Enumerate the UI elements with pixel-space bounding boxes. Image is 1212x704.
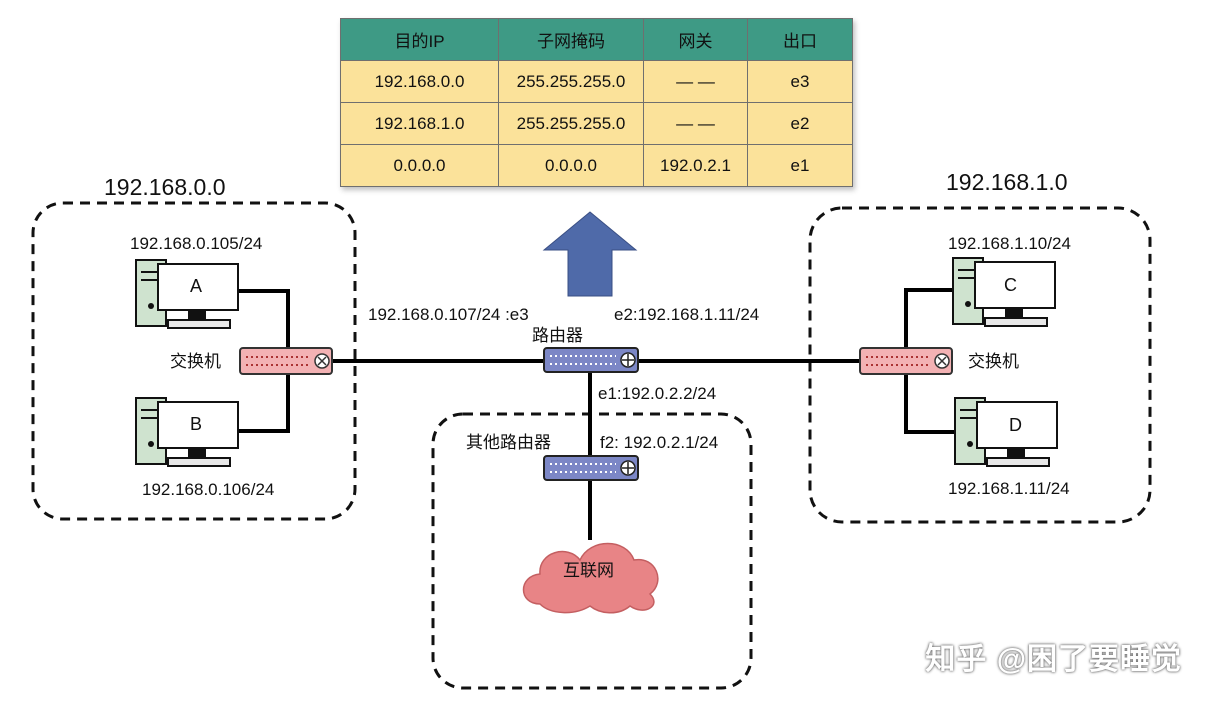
pc-c-ip-label: 192.168.1.10/24 bbox=[948, 234, 1071, 253]
up-arrow-icon bbox=[542, 211, 638, 297]
column-header: 出口 bbox=[747, 18, 853, 61]
table-cell: 0.0.0.0 bbox=[340, 144, 499, 187]
column-header: 网关 bbox=[643, 18, 748, 61]
right-switch-icon bbox=[859, 347, 953, 375]
pc-c-icon bbox=[952, 257, 1056, 327]
table-cell: e3 bbox=[747, 60, 853, 103]
left-network-title: 192.168.0.0 bbox=[104, 174, 226, 200]
connection-lines bbox=[238, 288, 955, 540]
internet-cloud-icon bbox=[522, 542, 659, 614]
router-port-e2-label: e2:192.168.1.11/24 bbox=[614, 305, 760, 324]
table-cell: 192.0.2.1 bbox=[643, 144, 748, 187]
pc-d-ip-label: 192.168.1.11/24 bbox=[948, 479, 1070, 498]
left-switch-label: 交换机 bbox=[170, 352, 221, 371]
table-cell: 255.255.255.0 bbox=[498, 60, 644, 103]
table-cell: — — bbox=[643, 60, 748, 103]
left-switch-icon bbox=[239, 347, 333, 375]
pc-d-label: D bbox=[1009, 415, 1022, 435]
right-switch-label: 交换机 bbox=[968, 352, 1019, 371]
pc-b-icon bbox=[135, 397, 239, 467]
router-port-e1-label: e1:192.0.2.2/24 bbox=[598, 384, 717, 403]
watermark: 知乎 @困了要睡觉 bbox=[925, 643, 1182, 676]
other-router-icon bbox=[543, 455, 639, 481]
router-icon bbox=[543, 347, 639, 373]
table-cell: 192.168.0.0 bbox=[340, 60, 499, 103]
table-row: 0.0.0.0 0.0.0.0 192.0.2.1 e1 bbox=[340, 144, 853, 187]
table-cell: 0.0.0.0 bbox=[498, 144, 644, 187]
column-header: 目的IP bbox=[340, 18, 499, 61]
right-network-boundary bbox=[808, 206, 1152, 524]
pc-b-ip-label: 192.168.0.106/24 bbox=[142, 480, 275, 499]
pc-a-ip-label: 192.168.0.105/24 bbox=[130, 234, 263, 253]
table-cell: e2 bbox=[747, 102, 853, 145]
table-cell: e1 bbox=[747, 144, 853, 187]
column-header: 子网掩码 bbox=[498, 18, 644, 61]
router-label: 路由器 bbox=[532, 326, 583, 345]
right-network-title: 192.168.1.0 bbox=[946, 169, 1068, 195]
table-cell: — — bbox=[643, 102, 748, 145]
routing-table-header: 目的IP 子网掩码 网关 出口 bbox=[340, 18, 853, 61]
router-port-e3-label: 192.168.0.107/24 :e3 bbox=[368, 305, 529, 324]
table-cell: 192.168.1.0 bbox=[340, 102, 499, 145]
table-row: 192.168.0.0 255.255.255.0 — — e3 bbox=[340, 60, 853, 103]
pc-d-icon bbox=[954, 397, 1058, 467]
table-cell: 255.255.255.0 bbox=[498, 102, 644, 145]
pc-a-label: A bbox=[190, 276, 203, 296]
pc-c-label: C bbox=[1004, 275, 1017, 295]
pc-b-label: B bbox=[190, 414, 203, 434]
pc-a-icon bbox=[135, 259, 239, 329]
table-row: 192.168.1.0 255.255.255.0 — — e2 bbox=[340, 102, 853, 145]
other-router-label: 其他路由器 bbox=[466, 433, 551, 452]
routing-table: 目的IP 子网掩码 网关 出口 192.168.0.0 255.255.255.… bbox=[340, 18, 853, 187]
internet-label: 互联网 bbox=[563, 561, 614, 580]
other-router-port-f2-label: f2: 192.0.2.1/24 bbox=[600, 433, 719, 452]
